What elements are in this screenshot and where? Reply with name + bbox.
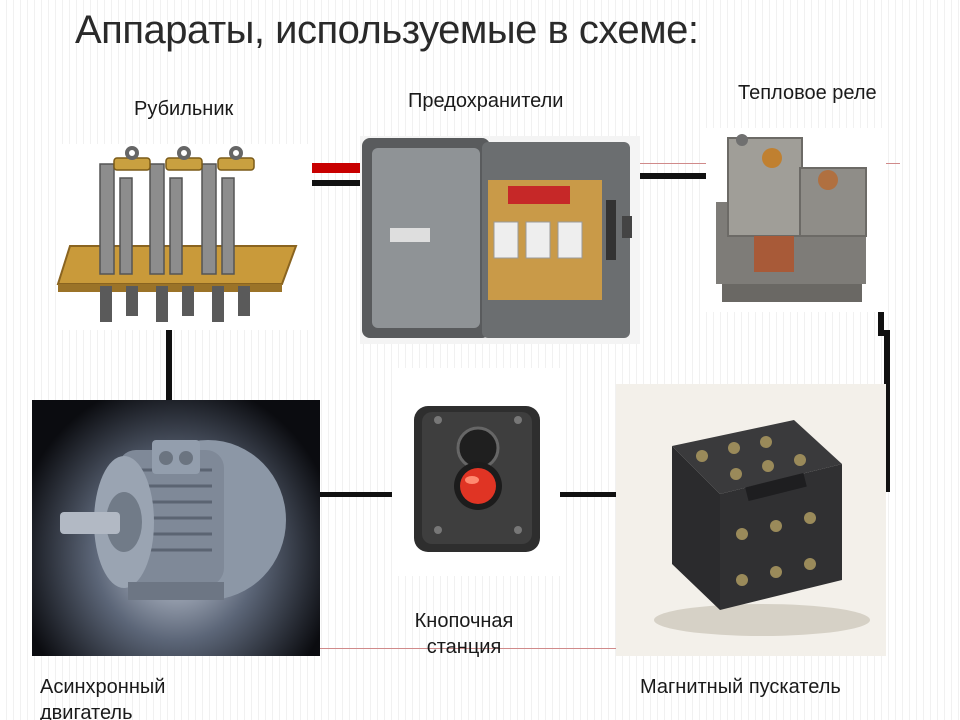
push-button-station-icon — [392, 368, 560, 576]
fuses-label: Предохранители — [408, 90, 564, 112]
fuse-box-icon — [360, 136, 640, 344]
red-wire — [312, 163, 362, 173]
decor-line — [320, 648, 880, 649]
magnetic-starter-icon — [616, 384, 886, 656]
wire — [318, 492, 414, 497]
wire — [884, 330, 890, 492]
wire — [624, 173, 706, 179]
motor-label: Асинхронный двигатель — [40, 676, 166, 720]
switch-label: Рубильник — [134, 98, 234, 120]
knife-switch-icon — [56, 144, 312, 330]
wire — [166, 330, 172, 402]
starter-label: Магнитный пускатель — [640, 676, 841, 698]
wire — [305, 180, 362, 186]
wire — [528, 492, 620, 497]
button-station-label: Кнопочная станция — [414, 610, 514, 658]
thermal-relay-label: Тепловое реле — [738, 82, 877, 104]
page-title: Аппараты, используемые в схеме: — [75, 8, 699, 52]
thermal-relay-icon — [706, 128, 886, 312]
induction-motor-icon — [32, 400, 320, 656]
